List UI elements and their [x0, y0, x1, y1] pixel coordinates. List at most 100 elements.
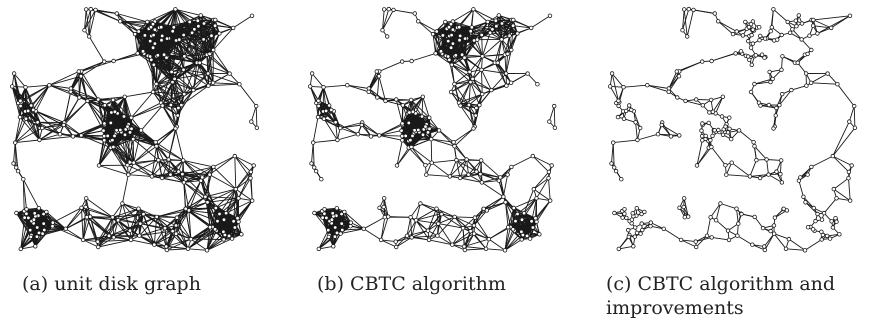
graph-node — [163, 244, 169, 249]
graph-node — [138, 128, 144, 133]
graph-edge — [470, 30, 491, 34]
graph-edge — [72, 123, 105, 137]
graph-edge — [52, 207, 82, 224]
graph-edge — [432, 33, 437, 54]
graph-edge — [411, 52, 437, 62]
graph-edge — [395, 99, 403, 124]
graph-edge — [119, 20, 148, 23]
graph-node — [122, 94, 127, 99]
graph-node — [150, 45, 156, 50]
graph-edge — [453, 83, 470, 106]
graph-edge — [533, 171, 550, 190]
graph-node — [156, 157, 161, 163]
graph-node — [125, 124, 130, 129]
graph-edge — [70, 91, 99, 100]
graph-edge — [183, 55, 209, 74]
graph-edge — [419, 203, 437, 210]
graph-edge — [183, 69, 185, 95]
graph-node — [232, 225, 238, 230]
graph-edge — [138, 227, 166, 237]
graph-node — [84, 214, 89, 220]
graph-edge — [134, 33, 139, 54]
graph-node — [153, 139, 158, 145]
graph-node — [212, 227, 218, 232]
graph-edge — [37, 121, 65, 126]
graph-node — [181, 67, 186, 72]
graph-node — [201, 37, 206, 42]
graph-node — [23, 116, 29, 121]
graph-edge — [168, 159, 185, 183]
graph-edge — [38, 135, 74, 141]
graph-edge — [203, 38, 211, 55]
graph-edge — [32, 84, 50, 111]
graph-edge — [166, 57, 173, 73]
graph-edge — [88, 36, 105, 63]
graph-edge — [164, 227, 167, 247]
graph-edge — [410, 99, 423, 117]
graph-edge — [129, 131, 157, 147]
graph-node — [254, 125, 260, 130]
graph-edge — [80, 130, 104, 136]
graph-edge — [312, 142, 315, 168]
graph-edge — [499, 166, 512, 178]
graph-edge — [237, 197, 239, 219]
graph-edge — [206, 54, 214, 84]
graph-edge — [165, 238, 192, 247]
graph-edge — [380, 216, 389, 241]
graph-node — [198, 13, 203, 18]
graph-edge — [535, 200, 551, 219]
graph-node — [135, 51, 140, 56]
graph-edge — [188, 201, 208, 211]
graph-edge — [156, 128, 176, 147]
graph-node — [105, 133, 110, 139]
graph-edge — [63, 91, 72, 126]
graph-edge — [454, 216, 464, 229]
graph-edge — [188, 209, 220, 215]
graph-edge — [436, 208, 439, 225]
graph-edge — [536, 200, 551, 223]
graph-edge — [513, 197, 537, 209]
graph-edge — [121, 203, 141, 225]
graph-edge — [65, 207, 82, 230]
graph-edge — [536, 197, 551, 202]
graph-edge — [183, 180, 202, 183]
graph-edge — [166, 248, 189, 251]
graph-node — [136, 29, 141, 34]
graph-edge — [464, 40, 475, 59]
graph-edge — [48, 84, 72, 93]
graph-edge — [481, 69, 492, 91]
graph-edge — [435, 31, 438, 54]
graph-node — [215, 218, 220, 224]
graph-edge — [185, 196, 206, 210]
graph-node — [122, 132, 128, 137]
graph-edge — [116, 13, 148, 23]
graph-edge — [121, 174, 129, 204]
graph-edge — [406, 230, 429, 237]
graph-edge — [207, 53, 211, 74]
graph-edge — [63, 124, 82, 136]
graph-edge — [82, 216, 91, 241]
graph-node — [101, 133, 107, 139]
graph-node — [34, 234, 40, 239]
graph-node — [35, 120, 40, 125]
graph-edge — [41, 127, 74, 137]
graph-node — [141, 211, 146, 217]
graph-edge — [108, 230, 131, 237]
graph-edge — [470, 81, 480, 106]
graph-node — [79, 205, 84, 210]
graph-edge — [378, 123, 403, 136]
graph-node — [170, 29, 175, 34]
graph-node — [213, 205, 218, 211]
graph-edge — [116, 13, 136, 35]
graph-node — [147, 38, 153, 44]
graph-node — [217, 211, 222, 217]
graph-edge — [219, 213, 238, 219]
graph-edge — [481, 34, 483, 57]
graph-node — [9, 84, 15, 89]
graph-edge — [481, 176, 501, 183]
graph-node — [217, 31, 222, 36]
graph-edge — [448, 59, 471, 73]
graph-edge — [182, 159, 211, 176]
graph-node — [162, 225, 168, 231]
graph-node — [110, 137, 115, 143]
